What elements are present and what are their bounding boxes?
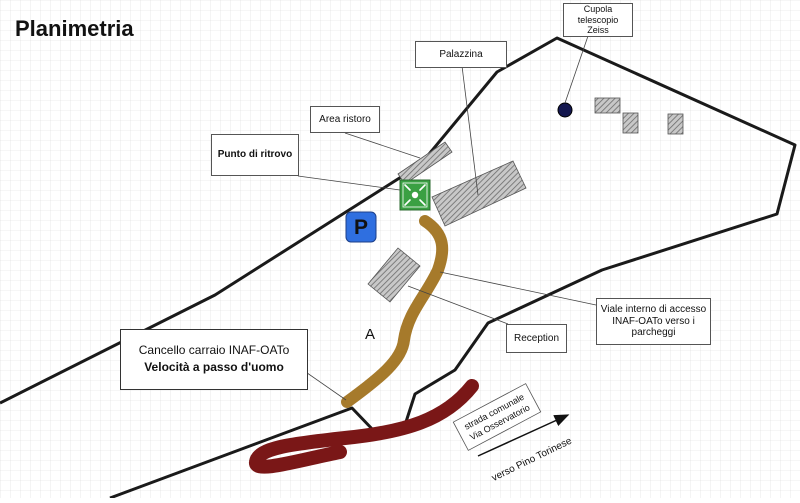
cupola-line3: Zeiss bbox=[587, 25, 609, 36]
parking-label: P bbox=[354, 216, 368, 239]
viale-line1: Viale interno di accesso bbox=[600, 304, 707, 316]
cancello-line1: Cancello carraio INAF-OATo bbox=[138, 343, 290, 358]
building-small-2 bbox=[622, 112, 639, 134]
label-palazzina: Palazzina bbox=[415, 41, 507, 68]
cupola-line2: telescopio bbox=[577, 14, 619, 25]
telescope-dome-icon bbox=[557, 102, 573, 118]
label-viale: Viale interno di accesso INAF-OATo verso… bbox=[596, 298, 711, 345]
direction-arrow-icon bbox=[477, 414, 570, 457]
cancello-line2: Velocità a passo d'uomo bbox=[144, 360, 284, 374]
label-reception: Reception bbox=[506, 324, 567, 353]
leader-area-ristoro bbox=[344, 132, 421, 159]
viale-line2: INAF-OATo verso i bbox=[612, 315, 695, 327]
page-title: Planimetria bbox=[15, 16, 134, 41]
leader-cupola bbox=[564, 35, 589, 104]
public-road bbox=[249, 379, 479, 474]
internal-road bbox=[341, 215, 449, 408]
label-cupola: Cupola telescopio Zeiss bbox=[563, 3, 633, 37]
building-small-1 bbox=[594, 97, 621, 114]
leader-viale bbox=[439, 271, 597, 306]
parking-sign-icon: P bbox=[345, 211, 377, 243]
building-reception bbox=[367, 247, 421, 303]
viale-line3: parcheggi bbox=[631, 327, 676, 339]
area-a-label: A bbox=[365, 326, 375, 343]
leader-reception bbox=[407, 285, 509, 325]
building-small-3 bbox=[667, 113, 684, 135]
leader-punto-ritrovo bbox=[297, 175, 401, 191]
cupola-line1: Cupola bbox=[583, 4, 613, 15]
leader-palazzina bbox=[461, 65, 479, 196]
label-punto-ritrovo: Punto di ritrovo bbox=[211, 134, 299, 176]
label-area-ristoro: Area ristoro bbox=[310, 106, 380, 133]
building-palazzina bbox=[431, 160, 527, 227]
label-cancello: Cancello carraio INAF-OATo Velocità a pa… bbox=[120, 329, 308, 390]
meeting-point-icon bbox=[399, 179, 431, 211]
